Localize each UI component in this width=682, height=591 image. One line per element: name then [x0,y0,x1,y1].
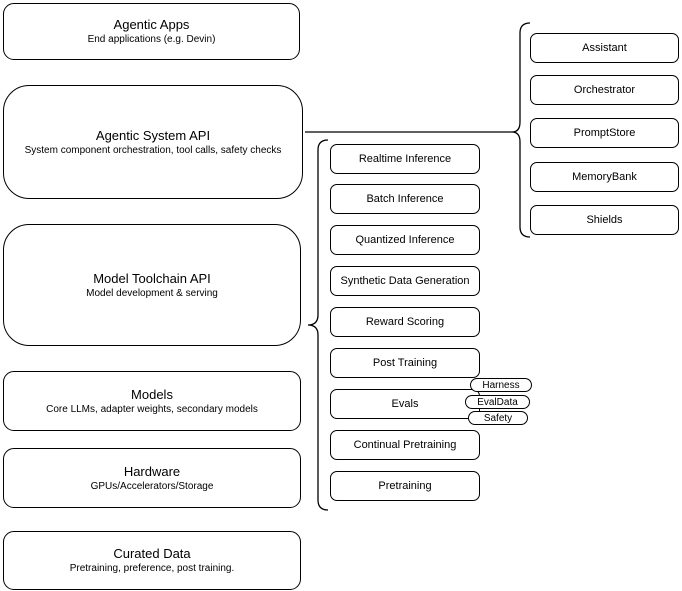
node-model-toolchain-api-subtitle: Model development & serving [86,287,218,299]
toolchain-item-continual-pretraining: Continual Pretraining [330,430,480,460]
node-agentic-apps-title: Agentic Apps [113,17,190,32]
toolchain-item-synthetic-data-generation: Synthetic Data Generation [330,266,480,296]
node-model-toolchain-api-title: Model Toolchain API [93,270,211,286]
system-component-orchestrator: Orchestrator [530,75,679,105]
node-agentic-system-api-title: Agentic System API [95,127,211,143]
node-agentic-system-api-subtitle: System component orchestration, tool cal… [24,144,282,156]
node-hardware: Hardware GPUs/Accelerators/Storage [3,448,301,508]
node-agentic-apps-subtitle: End applications (e.g. Devin) [87,34,216,45]
node-models-subtitle: Core LLMs, adapter weights, secondary mo… [46,403,258,415]
eval-tag-harness: Harness [470,378,532,392]
node-agentic-system-api: Agentic System API System component orch… [3,85,303,199]
system-component-shields: Shields [530,205,679,235]
eval-tag-safety: Safety [468,411,528,425]
toolchain-item-quantized-inference: Quantized Inference [330,225,480,255]
toolchain-item-pretraining: Pretraining [330,471,480,501]
node-models-title: Models [131,386,173,402]
toolchain-brace [307,139,329,511]
node-models: Models Core LLMs, adapter weights, secon… [3,371,301,431]
node-hardware-title: Hardware [123,463,181,479]
node-curated-data-title: Curated Data [113,546,191,561]
node-curated-data: Curated Data Pretraining, preference, po… [3,531,301,590]
toolchain-item-evals: Evals [330,389,480,419]
toolchain-item-post-training: Post Training [330,348,480,378]
toolchain-item-realtime-inference: Realtime Inference [330,144,480,174]
system-component-memorybank: MemoryBank [530,162,679,192]
node-agentic-apps: Agentic Apps End applications (e.g. Devi… [3,3,300,60]
node-curated-data-subtitle: Pretraining, preference, post training. [69,563,235,574]
system-component-assistant: Assistant [530,33,679,63]
system-component-promptstore: PromptStore [530,118,679,148]
system-components-brace [511,22,531,238]
toolchain-item-batch-inference: Batch Inference [330,184,480,214]
node-model-toolchain-api: Model Toolchain API Model development & … [3,224,301,346]
node-hardware-subtitle: GPUs/Accelerators/Storage [90,480,214,492]
eval-tag-evaldata: EvalData [465,395,530,409]
toolchain-item-reward-scoring: Reward Scoring [330,307,480,337]
